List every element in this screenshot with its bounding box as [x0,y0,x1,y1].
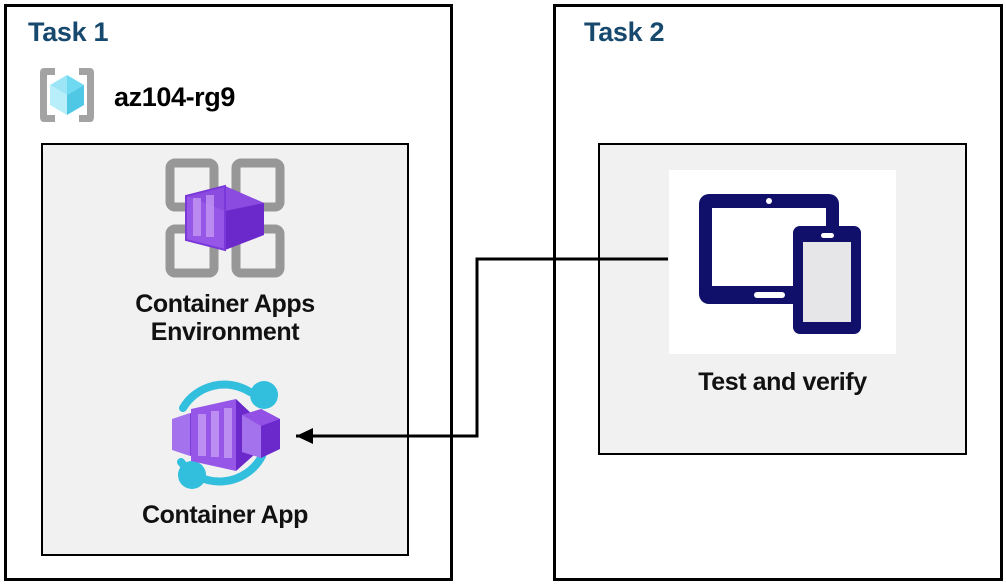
container-apps-environment-icon [162,155,288,286]
node-container-app: Container App [41,376,409,529]
test-and-verify-icon-plate [669,170,896,354]
node-container-apps-environment: Container Apps Environment [41,155,409,346]
container-app-icon [158,376,293,499]
task-2-title: Task 2 [584,17,665,47]
resource-group-name: az104-rg9 [114,82,235,112]
resource-group-row: az104-rg9 [34,62,235,133]
task-1-title: Task 1 [28,17,109,47]
test-and-verify-label: Test and verify [698,368,867,396]
container-app-label: Container App [141,501,309,529]
container-apps-environment-label: Container Apps Environment [135,290,315,346]
devices-tablet-phone-icon [695,184,870,341]
resource-group-icon [34,62,100,133]
node-test-and-verify: Test and verify [598,170,967,396]
